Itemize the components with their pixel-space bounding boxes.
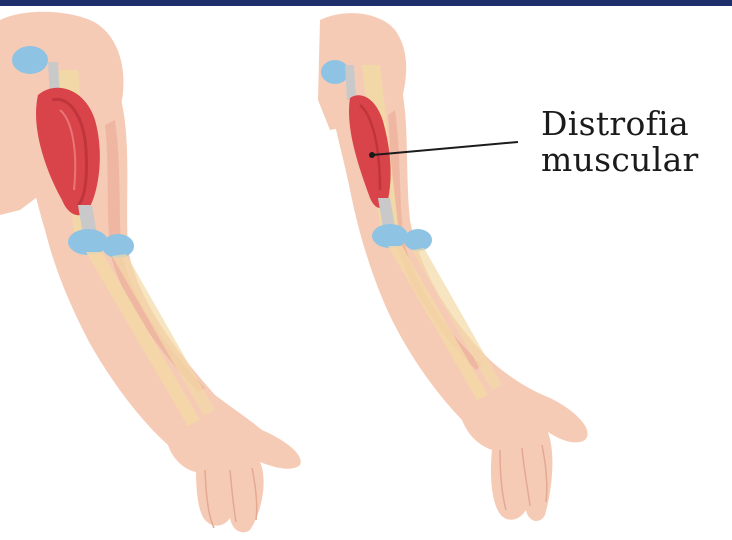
annotation-label-line2: muscular [541,142,699,178]
left-arm [0,12,301,533]
left-shoulder-cartilage [12,46,48,74]
annotation-label-line1: Distrofia [541,106,689,142]
right-elbow-cartilage-2 [404,229,432,251]
right-arm [318,13,588,521]
left-elbow-cartilage-2 [102,234,134,258]
right-shoulder-cartilage [321,60,349,84]
right-elbow-cartilage-1 [372,224,408,248]
annotation-pointer-dot [369,152,375,158]
left-elbow-cartilage-1 [68,229,108,255]
